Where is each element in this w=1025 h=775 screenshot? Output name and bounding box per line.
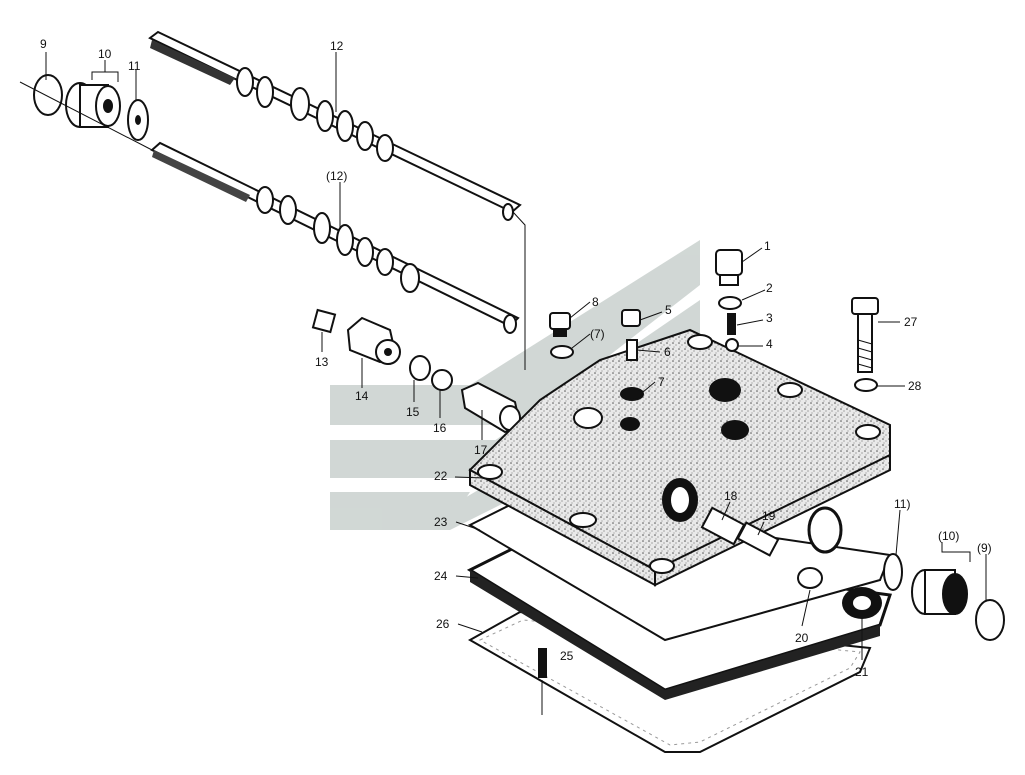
shift-shaft-lower (150, 141, 520, 334)
label-12-ref: (12) (326, 169, 347, 183)
washer-2 (718, 296, 742, 310)
bushing-13 (311, 308, 337, 334)
label-28: 28 (908, 379, 922, 393)
shift-shaft-upper (148, 30, 522, 221)
label-10: 10 (98, 47, 112, 61)
label-19: 19 (762, 509, 776, 523)
label-20: 20 (795, 631, 809, 645)
label-10-ref: (10) (938, 529, 959, 543)
plug-1 (715, 249, 743, 286)
bolt-27 (851, 297, 879, 373)
label-6: 6 (664, 345, 671, 359)
spring-19 (736, 521, 780, 557)
label-25: 25 (560, 649, 574, 663)
valve-plug-14 (346, 316, 401, 365)
label-11: 11 (128, 59, 141, 73)
o-ring-15 (409, 355, 431, 381)
washer-11-right (883, 553, 903, 591)
label-27: 27 (904, 315, 918, 329)
valve-housing-22 (468, 328, 891, 587)
callout-labels: 9 10 11 12 (12) 1 2 3 4 5 6 7 8 (7) 27 2… (40, 37, 992, 679)
label-16: 16 (433, 421, 447, 435)
label-7: 7 (658, 375, 665, 389)
label-24: 24 (434, 569, 448, 583)
label-5: 5 (665, 303, 672, 317)
label-21: 21 (855, 665, 869, 679)
label-23: 23 (434, 515, 448, 529)
label-11-ref: 11) (894, 497, 910, 511)
label-8: 8 (592, 295, 599, 309)
bolt-25 (538, 648, 547, 715)
label-22: 22 (434, 469, 448, 483)
plug-5 (621, 309, 641, 327)
leader-lines (45, 52, 987, 660)
washer-left (127, 99, 149, 141)
label-14: 14 (355, 389, 369, 403)
ball-4 (725, 338, 739, 352)
spring-18 (700, 506, 746, 546)
plug-8 (549, 312, 571, 337)
plug-21 (842, 587, 882, 619)
label-9-ref: (9) (977, 541, 992, 555)
washer-28 (854, 378, 878, 392)
plunger-6 (626, 339, 638, 361)
label-18: 18 (724, 489, 738, 503)
washer-7b (550, 345, 574, 359)
label-7-ref: (7) (590, 327, 605, 341)
spring-3 (727, 313, 736, 335)
label-2: 2 (766, 281, 773, 295)
label-4: 4 (766, 337, 773, 351)
bearing-cap-left (65, 82, 121, 128)
label-17: 17 (474, 443, 488, 457)
label-15: 15 (406, 405, 420, 419)
label-26: 26 (436, 617, 450, 631)
snap-ring-right (975, 599, 1005, 641)
label-12: 12 (330, 39, 344, 53)
label-1: 1 (764, 239, 771, 253)
label-13: 13 (315, 355, 329, 369)
label-9: 9 (40, 37, 47, 51)
bearing-cap-right (911, 569, 968, 615)
washer-7 (620, 387, 644, 401)
plug-20 (797, 567, 823, 589)
bushing-16 (431, 369, 453, 391)
label-3: 3 (766, 311, 773, 325)
snap-ring-left (33, 74, 63, 116)
